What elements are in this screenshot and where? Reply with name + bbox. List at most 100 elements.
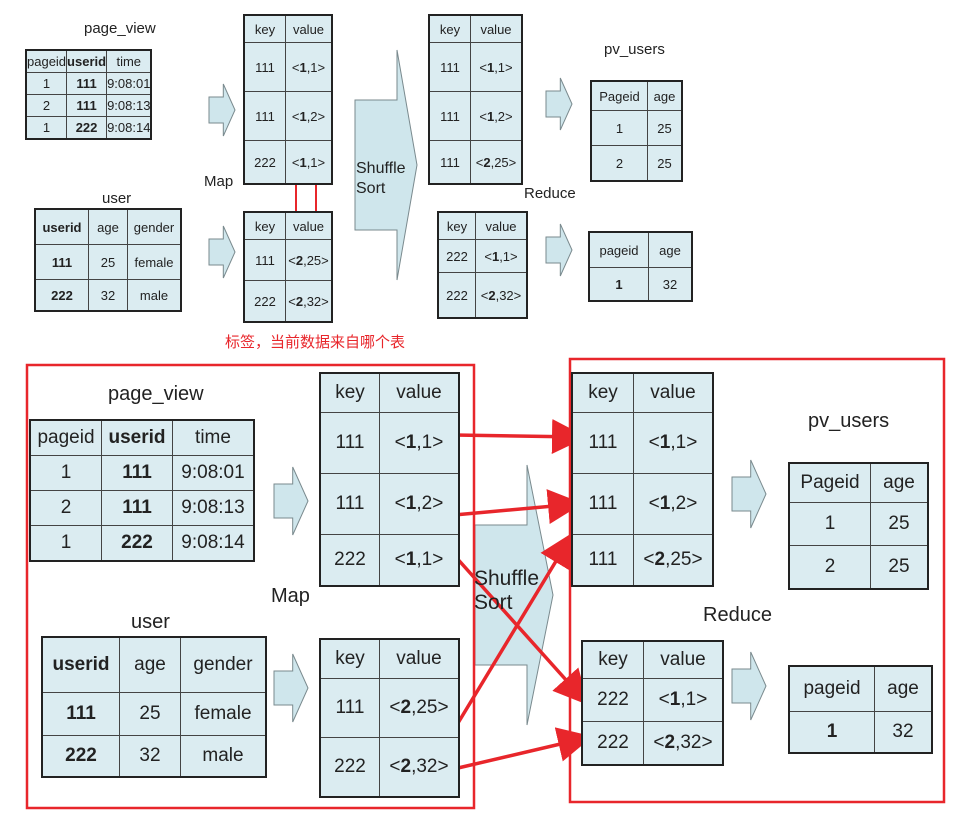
route-arrow-222-1 bbox=[452, 553, 589, 706]
column-header: userid bbox=[101, 419, 173, 456]
pv-users-title: pv_users bbox=[604, 41, 665, 58]
table-cell: 32 bbox=[88, 279, 128, 312]
table-cell: 25 bbox=[647, 110, 683, 146]
table-row: 111<2,25> bbox=[428, 140, 523, 185]
column-header: value bbox=[379, 372, 460, 413]
reduce-side-frame bbox=[568, 357, 946, 804]
table-cell: 1 bbox=[25, 116, 68, 140]
table-row: 222<2,32> bbox=[437, 272, 528, 319]
table-cell: 1 bbox=[588, 267, 649, 302]
table-cell: female bbox=[180, 692, 267, 736]
route-arrow-222-2 bbox=[457, 727, 593, 770]
table-cell: 25 bbox=[870, 545, 929, 590]
table-cell: 222 bbox=[319, 534, 380, 587]
user-title: user bbox=[131, 611, 170, 633]
table-cell: <1,1> bbox=[475, 239, 528, 273]
map-label: Map bbox=[204, 173, 234, 190]
table-row: 111<1,2> bbox=[319, 473, 460, 535]
table-cell: 222 bbox=[319, 737, 380, 798]
table-cell: <1,1> bbox=[633, 412, 714, 474]
column-header: value bbox=[285, 211, 333, 240]
table-cell: 1 bbox=[788, 711, 875, 754]
table-row: 222<1,1> bbox=[437, 239, 528, 273]
column-header: age bbox=[647, 80, 683, 111]
column-header: value bbox=[475, 211, 528, 240]
table-cell: 222 bbox=[243, 280, 286, 323]
column-header: key bbox=[319, 372, 380, 413]
table-cell: 1 bbox=[788, 502, 871, 546]
table-row: 111<1,1> bbox=[319, 412, 460, 474]
table-row: 111<2,25> bbox=[243, 239, 333, 281]
page-view-title: page_view bbox=[108, 383, 204, 405]
table-cell: 111 bbox=[571, 534, 634, 587]
table-cell: 111 bbox=[319, 473, 380, 535]
table-cell: 111 bbox=[41, 692, 120, 736]
column-header: age bbox=[874, 665, 933, 712]
route-arrow-111-1 bbox=[453, 419, 587, 455]
column-header: key bbox=[319, 638, 380, 679]
column-header: pageid bbox=[788, 665, 875, 712]
column-header: value bbox=[379, 638, 460, 679]
table-cell: 1 bbox=[590, 110, 648, 146]
table-cell: 111 bbox=[101, 455, 173, 491]
table-cell: 1 bbox=[29, 525, 102, 562]
table-cell: <1,2> bbox=[470, 91, 523, 141]
table-cell: 9:08:13 bbox=[172, 490, 255, 526]
pv-users-title: pv_users bbox=[808, 410, 890, 432]
column-header: key bbox=[581, 640, 644, 679]
annotation-text: 标签，当前数据来自哪个表 bbox=[225, 333, 406, 351]
route-arrow-111-2 bbox=[453, 489, 583, 524]
table-cell: 32 bbox=[648, 267, 693, 302]
table-cell: 2 bbox=[25, 94, 68, 117]
table-cell: 9:08:13 bbox=[106, 94, 152, 117]
map-arrow-2 bbox=[273, 653, 309, 723]
table-cell: <1,1> bbox=[470, 42, 523, 92]
table-cell: 111 bbox=[243, 91, 286, 141]
reduce-arrow-1 bbox=[731, 459, 767, 529]
table-cell: <1,1> bbox=[285, 140, 333, 185]
table-cell: 25 bbox=[647, 145, 683, 182]
table-cell: 111 bbox=[101, 490, 173, 526]
table-cell: 222 bbox=[581, 678, 644, 722]
map-label: Map bbox=[271, 585, 310, 607]
reduce-label: Reduce bbox=[524, 185, 576, 202]
table-cell: <1,1> bbox=[643, 678, 724, 722]
table-cell: 9:08:14 bbox=[172, 525, 255, 562]
table-cell: 32 bbox=[119, 735, 181, 778]
table-cell: 111 bbox=[34, 244, 89, 280]
column-header: value bbox=[643, 640, 724, 679]
table-cell: 222 bbox=[437, 239, 476, 273]
table-row: 222<1,1> bbox=[243, 140, 333, 185]
column-header: value bbox=[285, 14, 333, 43]
column-header: key bbox=[571, 372, 634, 413]
table-cell: 111 bbox=[428, 140, 471, 185]
table-cell: 2 bbox=[590, 145, 648, 182]
table-cell: <1,2> bbox=[285, 91, 333, 141]
route-arrow-111-3 bbox=[456, 532, 574, 724]
column-header: gender bbox=[127, 208, 182, 245]
